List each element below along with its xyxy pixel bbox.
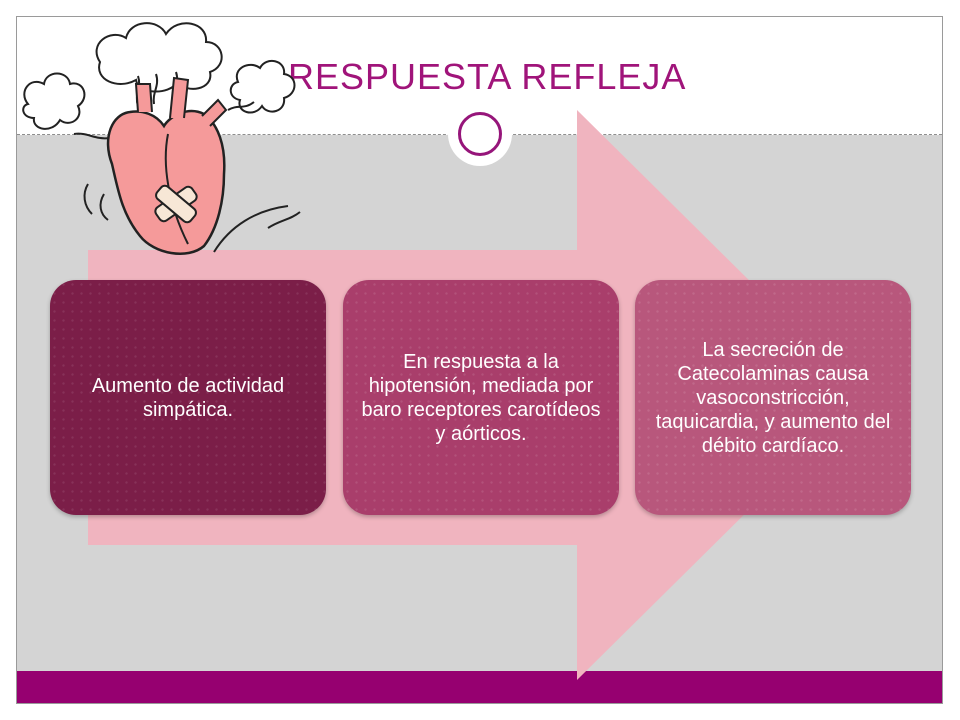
step-1-text: Aumento de actividad simpática. xyxy=(91,374,285,421)
heart-body xyxy=(106,109,226,255)
step-box-2: En respuesta a la hipotensión, mediada p… xyxy=(343,280,619,515)
step-2-text: En respuesta a la hipotensión, mediada p… xyxy=(361,350,601,445)
step-box-1: Aumento de actividad simpática. xyxy=(50,280,326,515)
page-title: RESPUESTA REFLEJA xyxy=(288,56,687,97)
title-ring-icon xyxy=(458,112,502,156)
steam-cloud-left xyxy=(22,72,86,130)
steam-cloud-right xyxy=(229,59,296,114)
steam-cloud-top xyxy=(95,22,223,93)
footer-bar xyxy=(17,671,942,703)
cartoon-steaming-heart-icon xyxy=(22,22,301,255)
step-box-3: La secreción de Catecolaminas causa vaso… xyxy=(635,280,911,515)
step-3-text: La secreción de Catecolaminas causa vaso… xyxy=(655,338,891,457)
